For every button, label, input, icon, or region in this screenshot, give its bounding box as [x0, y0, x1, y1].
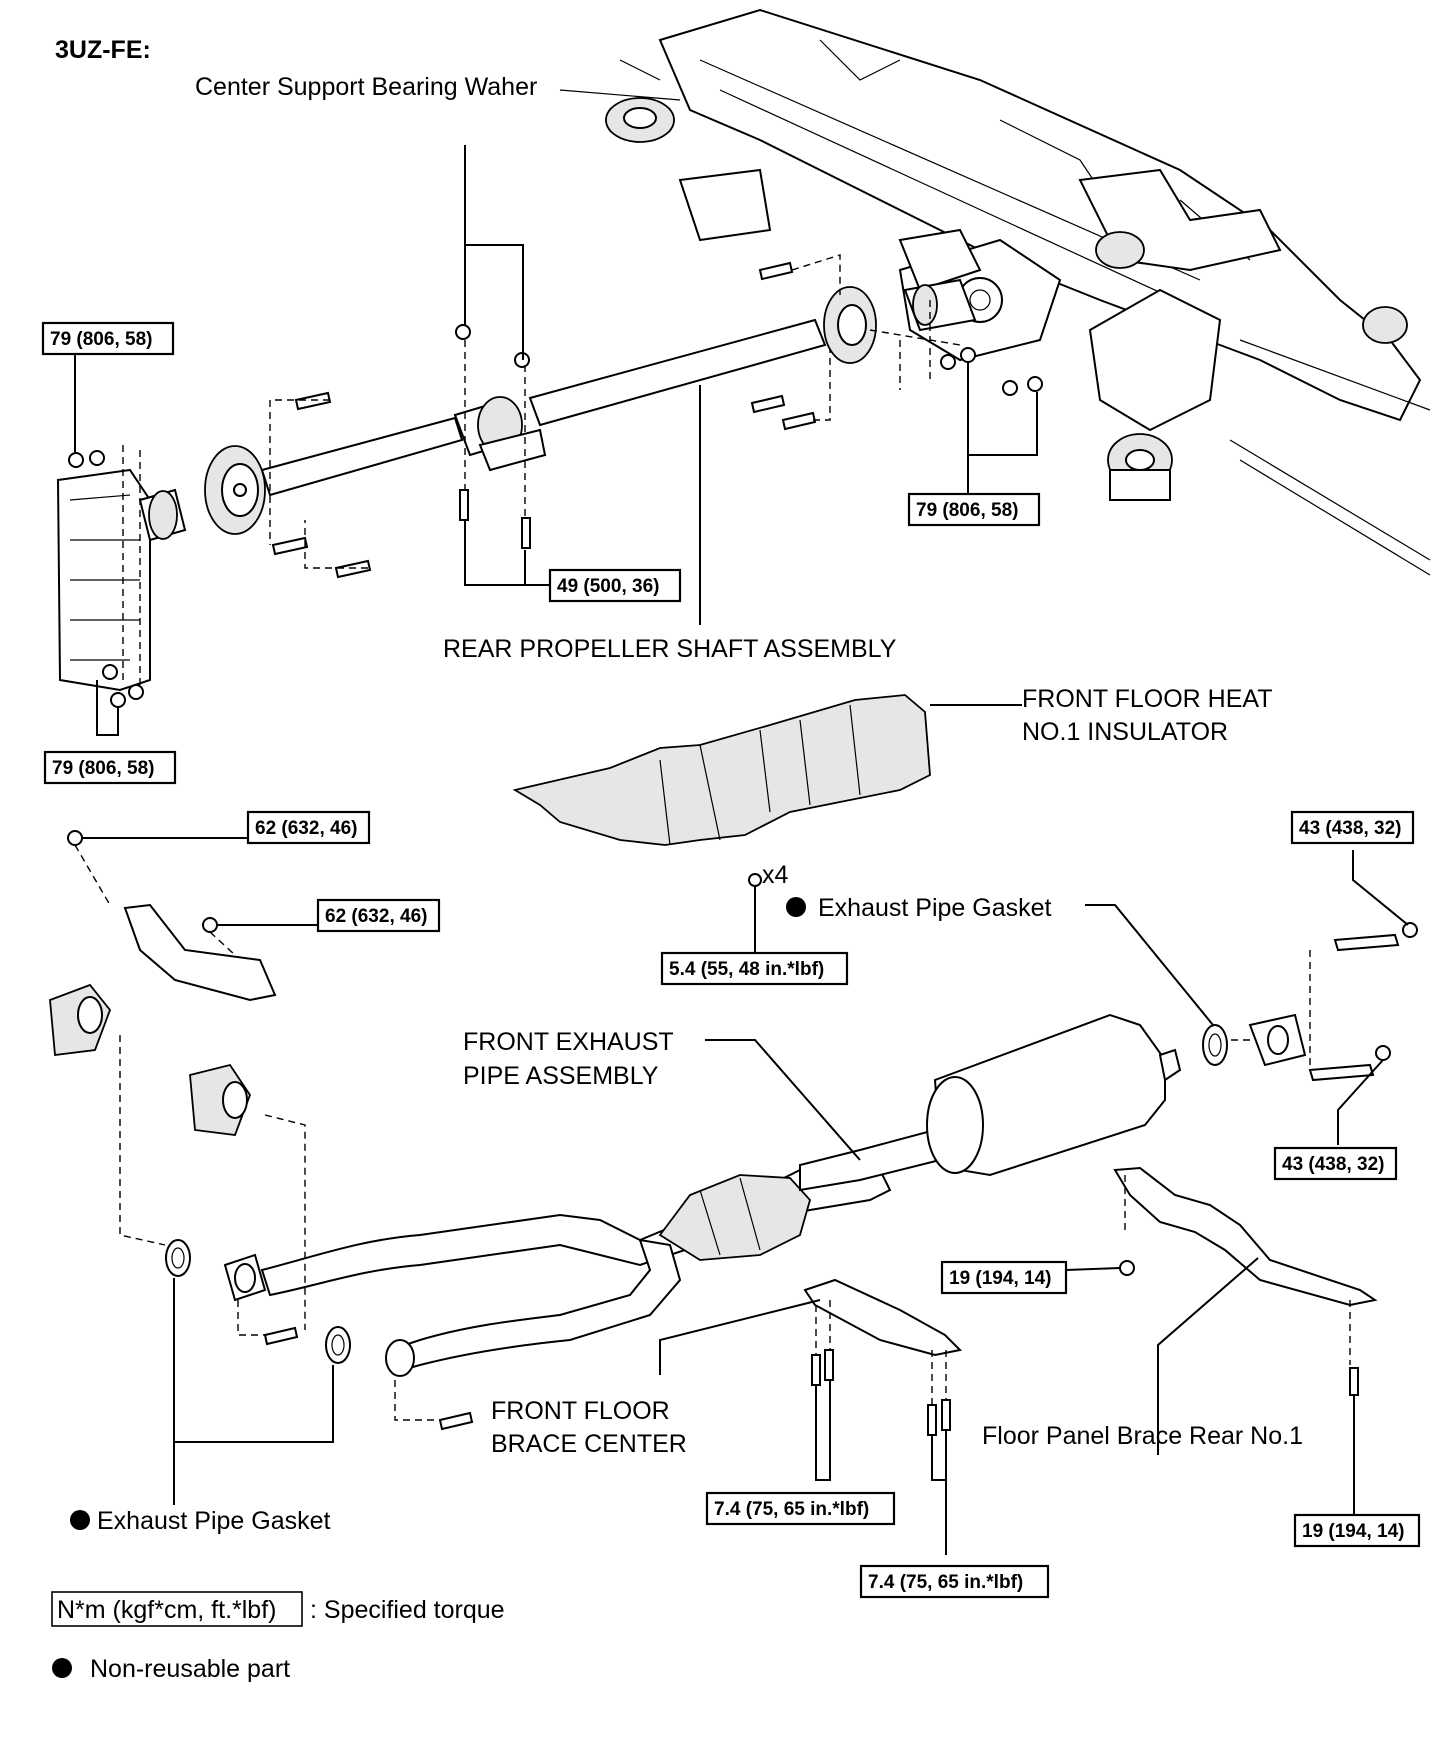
rear-suspension-member-illustration: [559, 8, 1431, 576]
svg-text:7.4 (75, 65 in.*lbf): 7.4 (75, 65 in.*lbf): [868, 1572, 1023, 1593]
floor-panel-brace-rear-illustration: [1065, 1166, 1378, 1515]
svg-text:19 (194, 14): 19 (194, 14): [1302, 1521, 1404, 1542]
torque-79-left-bottom: 79 (806, 58): [43, 750, 177, 785]
label-brace-center-line2: BRACE CENTER: [491, 1430, 687, 1458]
svg-text:79 (806, 58): 79 (806, 58): [52, 758, 154, 779]
label-exhaust-gasket-right: Exhaust Pipe Gasket: [818, 894, 1052, 922]
nonreusable-marker-icon: [70, 1510, 90, 1530]
torque-62-top: 62 (632, 46): [246, 810, 371, 845]
label-front-exhaust-line2: PIPE ASSEMBLY: [463, 1062, 659, 1090]
rear-propeller-shaft-illustration: [56, 278, 977, 692]
front-floor-brace-center-illustration: [659, 1278, 963, 1555]
label-exhaust-gasket-left: Exhaust Pipe Gasket: [97, 1507, 331, 1535]
label-insulator-line2: NO.1 INSULATOR: [1022, 718, 1228, 746]
dashed-alignment-lines: [122, 254, 961, 690]
svg-text:79 (806, 58): 79 (806, 58): [50, 329, 152, 350]
front-floor-heat-insulator-illustration: [512, 694, 1022, 960]
exhaust-leaders: [173, 850, 1409, 1505]
torque-49: 49 (500, 36): [548, 568, 682, 603]
engine-code: 3UZ-FE:: [55, 36, 151, 64]
svg-text:62 (632, 46): 62 (632, 46): [325, 906, 427, 927]
torque-62-mid: 62 (632, 46): [316, 898, 441, 933]
label-brace-center-line1: FRONT FLOOR: [491, 1397, 670, 1425]
legend-nonreusable-desc: Non-reusable part: [90, 1655, 290, 1683]
torque-19-right: 19 (194, 14): [1293, 1513, 1421, 1548]
label-insulator-bolt-count: x4: [762, 861, 789, 889]
exhaust-bracket-illustration: [67, 830, 318, 1002]
torque-5-4: 5.4 (55, 48 in.*lbf): [660, 951, 849, 986]
exhaust-dashed-lines: [119, 950, 1311, 1421]
torque-43-top: 43 (438, 32): [1290, 810, 1415, 845]
label-floor-panel-brace-rear: Floor Panel Brace Rear No.1: [982, 1422, 1303, 1450]
propeller-fasteners: [68, 261, 1043, 708]
nonreusable-marker-icon: [786, 897, 806, 917]
nonreusable-legend-icon: [52, 1658, 72, 1678]
svg-text:43 (438, 32): 43 (438, 32): [1299, 818, 1401, 839]
legend-torque: N*m (kgf*cm, ft.*lbf) : Specified torque: [51, 1591, 505, 1627]
svg-text:19 (194, 14): 19 (194, 14): [949, 1268, 1051, 1289]
label-rear-propeller-shaft: REAR PROPELLER SHAFT ASSEMBLY: [443, 635, 897, 663]
torque-79-left-top: 79 (806, 58): [41, 321, 175, 356]
label-center-support-bearing-washer: Center Support Bearing Waher: [195, 73, 537, 101]
torque-19-left: 19 (194, 14): [940, 1260, 1068, 1295]
top-leaders: [74, 145, 1038, 736]
svg-text:49 (500, 36): 49 (500, 36): [557, 576, 659, 597]
svg-text:62 (632, 46): 62 (632, 46): [255, 818, 357, 839]
torque-79-right: 79 (806, 58): [907, 492, 1041, 527]
label-front-exhaust-line1: FRONT EXHAUST: [463, 1028, 674, 1056]
label-insulator-line1: FRONT FLOOR HEAT: [1022, 685, 1272, 713]
svg-text:79 (806, 58): 79 (806, 58): [916, 500, 1018, 521]
torque-43-bottom: 43 (438, 32): [1273, 1146, 1398, 1181]
svg-text:7.4 (75, 65 in.*lbf): 7.4 (75, 65 in.*lbf): [714, 1499, 869, 1520]
svg-text:5.4 (55, 48 in.*lbf): 5.4 (55, 48 in.*lbf): [669, 959, 824, 980]
legend-torque-desc: : Specified torque: [310, 1596, 505, 1624]
legend-torque-box: N*m (kgf*cm, ft.*lbf): [57, 1596, 276, 1624]
torque-7-4-a: 7.4 (75, 65 in.*lbf): [705, 1491, 896, 1526]
svg-text:43 (438, 32): 43 (438, 32): [1282, 1154, 1384, 1175]
torque-7-4-b: 7.4 (75, 65 in.*lbf): [859, 1564, 1050, 1599]
legend-nonreusable: Non-reusable part: [52, 1655, 290, 1683]
front-exhaust-pipe-illustration: [49, 922, 1418, 1431]
